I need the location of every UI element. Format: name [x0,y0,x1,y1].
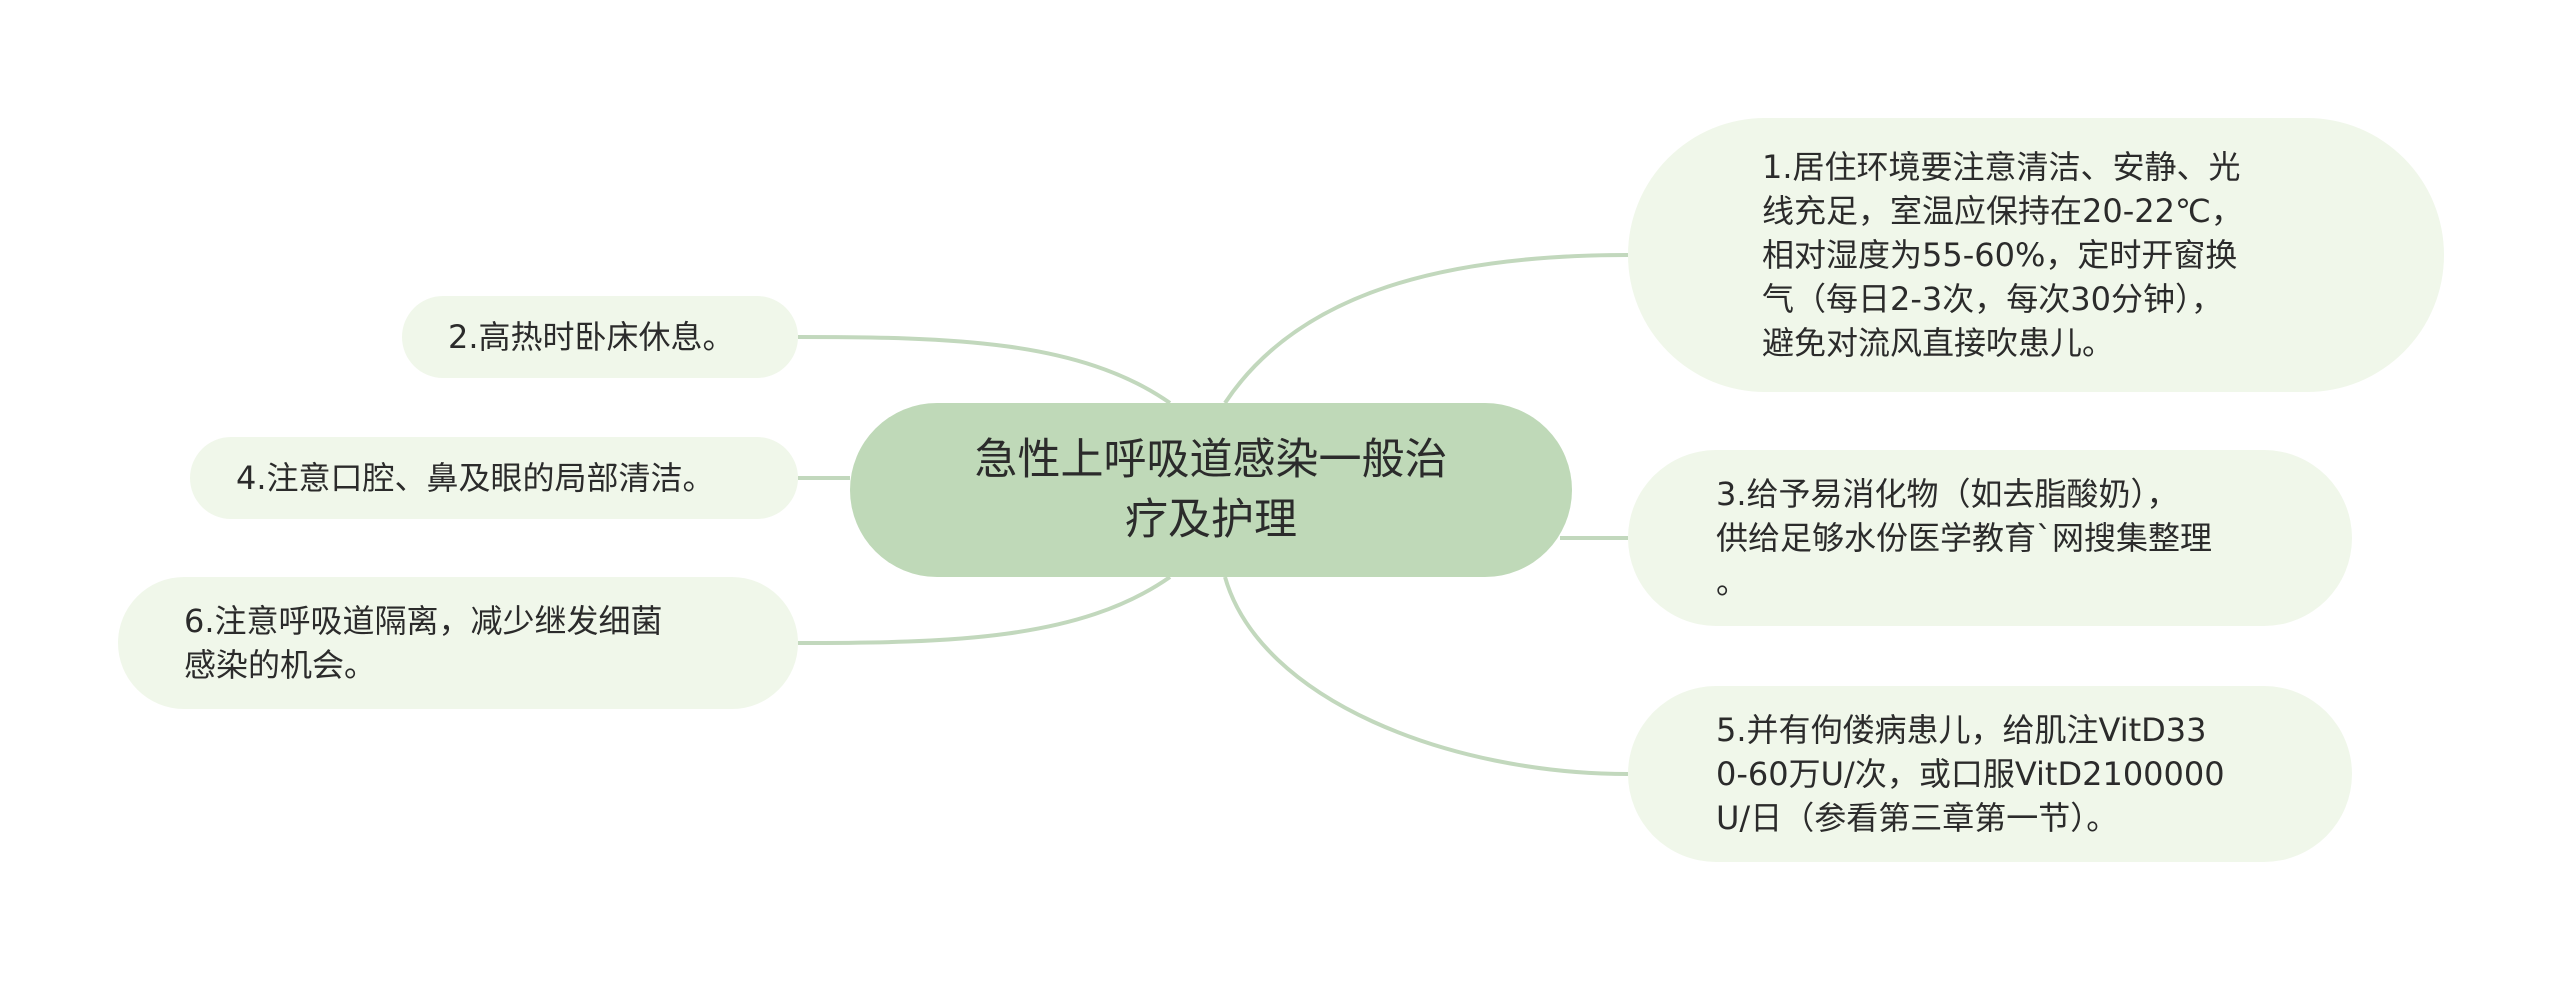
subtopic-node-6[interactable]: 6.注意呼吸道隔离，减少继发细菌 感染的机会。 [118,577,798,709]
central-topic-node[interactable]: 急性上呼吸道感染一般治 疗及护理 [850,403,1572,577]
connector-to-node-5 [1223,576,1629,776]
subtopic-node-1[interactable]: 1.居住环境要注意清洁、安静、光 线充足，室温应保持在20-22℃， 相对湿度为… [1628,118,2444,392]
subtopic-node-3[interactable]: 3.给予易消化物（如去脂酸奶）， 供给足够水份医学教育`网搜集整理 。 [1628,450,2352,626]
subtopic-label-6: 6.注意呼吸道隔离，减少继发细菌 感染的机会。 [184,602,663,684]
subtopic-label-5: 5.并有佝偻病患儿，给肌注VitD33 0-60万U/次，或口服VitD2100… [1716,711,2225,837]
connector-to-node-2 [797,335,1172,405]
central-topic-label: 急性上呼吸道感染一般治 疗及护理 [974,435,1448,545]
subtopic-label-3: 3.给予易消化物（如去脂酸奶）， 供给足够水份医学教育`网搜集整理 。 [1716,475,2213,601]
subtopic-node-5[interactable]: 5.并有佝偻病患儿，给肌注VitD33 0-60万U/次，或口服VitD2100… [1628,686,2352,862]
subtopic-label-4: 4.注意口腔、鼻及眼的局部清洁。 [236,459,715,497]
connector-to-node-1 [1223,253,1629,405]
subtopic-label-2: 2.高热时卧床休息。 [448,318,735,356]
subtopic-node-4[interactable]: 4.注意口腔、鼻及眼的局部清洁。 [190,437,798,519]
subtopic-label-1: 1.居住环境要注意清洁、安静、光 线充足，室温应保持在20-22℃， 相对湿度为… [1762,148,2243,362]
connector-to-node-6 [797,575,1172,645]
subtopic-node-2[interactable]: 2.高热时卧床休息。 [402,296,798,378]
